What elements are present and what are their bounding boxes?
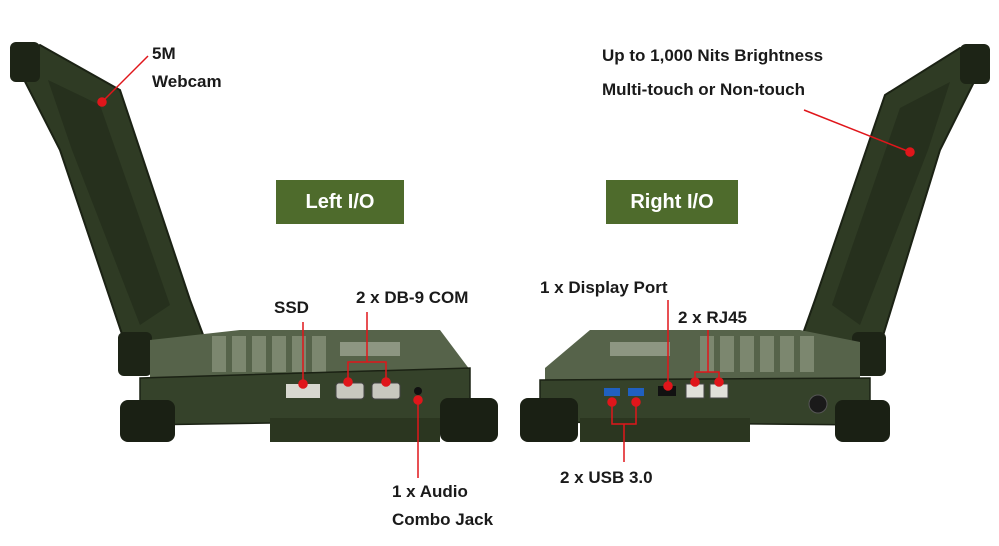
left-base-bumper-left <box>120 400 175 442</box>
webcam-leader <box>101 55 149 103</box>
left-laptop-handle <box>270 418 440 442</box>
right-lid-bumper-top <box>960 44 990 84</box>
touch-label: Multi-touch or Non-touch <box>602 80 806 99</box>
ssd-label: SSD <box>274 298 309 317</box>
power-button <box>808 394 828 414</box>
right-laptop-screen <box>832 82 950 325</box>
com-dot-2 <box>381 377 391 387</box>
usb-label: 2 x USB 3.0 <box>560 468 653 487</box>
left-laptop-screen <box>48 80 170 325</box>
display-port-label: 1 x Display Port <box>540 278 668 297</box>
usb-dot-1 <box>607 397 617 407</box>
right-laptop <box>520 44 990 442</box>
rj45-bracket <box>694 371 720 382</box>
left-lid-bumper-top <box>10 42 40 82</box>
left-io-badge: Left I/O <box>276 180 404 224</box>
right-base-bumper-left <box>520 398 578 442</box>
right-lid-bumper-bottom <box>852 332 886 376</box>
left-lid-bumper-bottom <box>118 332 152 376</box>
webcam-label-line2: Webcam <box>152 72 222 91</box>
annotation-lines <box>97 55 915 478</box>
rj45-dot-2 <box>714 377 724 387</box>
display-port-dot <box>663 381 673 391</box>
right-keyboard <box>700 336 814 372</box>
usb-dot-2 <box>631 397 641 407</box>
brightness-label: Up to 1,000 Nits Brightness <box>602 46 824 65</box>
brightness-dot <box>905 147 915 157</box>
usb-port-2 <box>628 388 644 396</box>
audio-dot <box>413 395 423 405</box>
com-dot-1 <box>343 377 353 387</box>
audio-label-line1: 1 x Audio <box>392 482 468 501</box>
brightness-leader <box>803 109 911 153</box>
ssd-dot <box>298 379 308 389</box>
usb-port-1 <box>604 388 620 396</box>
rj45-label: 2 x RJ45 <box>678 308 747 327</box>
right-io-badge: Right I/O <box>606 180 738 224</box>
rj45-dot-1 <box>690 377 700 387</box>
right-laptop-handle <box>580 418 750 442</box>
audio-jack <box>414 387 422 395</box>
left-touchpad <box>340 342 400 356</box>
audio-label-line2: Combo Jack <box>392 510 494 529</box>
right-touchpad <box>610 342 670 356</box>
left-laptop <box>10 42 498 442</box>
left-base-bumper-right <box>440 398 498 442</box>
right-base-bumper-right <box>835 400 890 442</box>
webcam-label-line1: 5M <box>152 44 176 63</box>
webcam-dot <box>97 97 107 107</box>
com-label: 2 x DB-9 COM <box>356 288 469 307</box>
display-port <box>658 386 676 396</box>
ssd-slot <box>286 384 320 398</box>
